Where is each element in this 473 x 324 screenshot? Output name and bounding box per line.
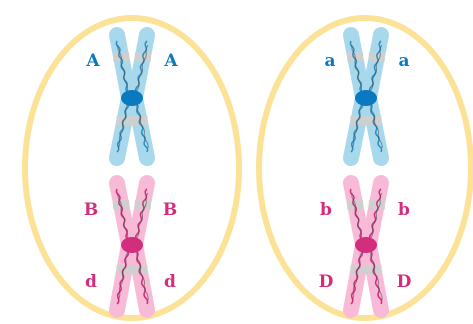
left-pink-label-lower-right: d: [164, 272, 176, 292]
right-pink-label-lower-left: D: [319, 272, 334, 292]
right-pink-label-upper-left: b: [320, 200, 332, 220]
right-pink-chromosome: [347, 183, 385, 310]
right-blue-chromosome: [347, 35, 385, 158]
right-pink-label-lower-right: D: [397, 272, 412, 292]
left-pink-label-upper-right: B: [163, 200, 177, 220]
right-blue-label-upper-left: a: [324, 51, 335, 71]
centromere: [121, 237, 143, 253]
right-cell: a a b b D D: [259, 18, 471, 318]
right-blue-label-upper-right: a: [398, 51, 409, 71]
centromere: [121, 90, 143, 106]
left-blue-label-upper-left: A: [85, 51, 100, 71]
left-cell: A A B B d d: [25, 18, 239, 318]
left-blue-chromosome: [113, 35, 151, 158]
left-pink-label-lower-left: d: [85, 272, 97, 292]
left-pink-chromosome: [113, 183, 151, 310]
right-pink-label-upper-right: b: [398, 200, 410, 220]
left-blue-label-upper-right: A: [163, 51, 178, 71]
centromere: [355, 90, 377, 106]
centromere: [355, 237, 377, 253]
left-pink-label-upper-left: B: [84, 200, 98, 220]
